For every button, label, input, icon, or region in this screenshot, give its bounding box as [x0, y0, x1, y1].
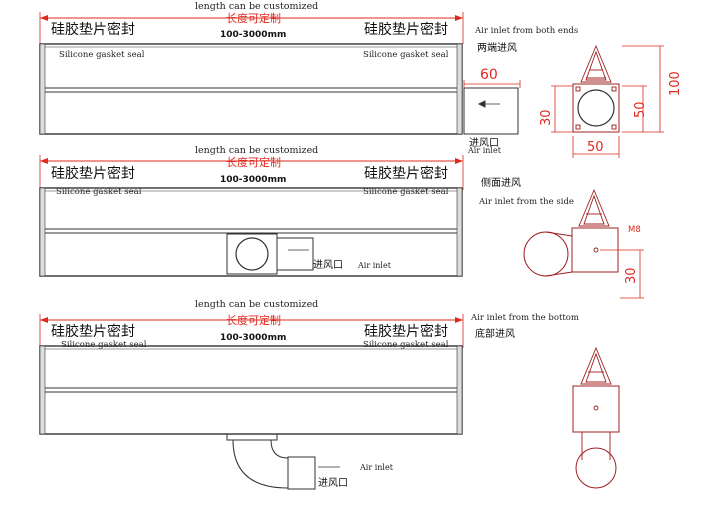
- dim-width: 50: [587, 140, 604, 155]
- duct-body-2: [39, 187, 463, 277]
- gasket-seal-en-right-3: Silicone gasket seal: [363, 340, 449, 350]
- bottom-title-cn: 底部进风: [475, 327, 515, 340]
- end-inlet-pipe: [463, 87, 519, 135]
- row-both-ends: length can be customized 长度可定制 100-3000m…: [39, 1, 683, 158]
- length-dimension-3: [39, 314, 464, 348]
- length-customized-en-3: length can be customized: [195, 299, 318, 310]
- both-ends-title-en: Air inlet from both ends: [474, 26, 578, 36]
- end-view-both-ends: [572, 44, 620, 133]
- length-customized-cn: 长度可定制: [226, 11, 281, 25]
- row-bottom: length can be customized 长度可定制 100-3000m…: [39, 299, 620, 490]
- end-view-bottom: [572, 346, 620, 489]
- side-title-cn: 侧面进风: [481, 176, 521, 189]
- dim-inlet-length: 60: [480, 67, 498, 83]
- air-inlet-cn-1: 进风口: [469, 137, 499, 149]
- dim-bolt: M8: [628, 225, 641, 235]
- dim-half-height: 50: [633, 101, 648, 118]
- length-dimension: [39, 12, 464, 44]
- bottom-inlet-elbow: [226, 433, 340, 490]
- dimensions-side: [600, 249, 644, 299]
- gasket-seal-cn-left-2: 硅胶垫片密封: [51, 165, 135, 182]
- length-customized-cn-2: 长度可定制: [226, 155, 281, 169]
- length-range-2: 100-3000mm: [220, 175, 286, 185]
- duct-body: [39, 43, 463, 135]
- dim-height: 100: [668, 71, 683, 96]
- length-customized-en-2: length can be customized: [195, 145, 318, 156]
- both-ends-title-cn: 两端进风: [477, 41, 517, 54]
- length-dimension-2: [39, 155, 464, 190]
- dim-inlet-height: 30: [539, 109, 554, 126]
- gasket-seal-en-left: Silicone gasket seal: [59, 50, 145, 60]
- side-inlet-flange: [226, 233, 314, 275]
- air-inlet-cn-2: 进风口: [313, 259, 343, 271]
- gasket-seal-cn-right-2: 硅胶垫片密封: [364, 165, 448, 182]
- gasket-seal-cn-right: 硅胶垫片密封: [364, 21, 448, 38]
- length-customized-cn-3: 长度可定制: [226, 313, 281, 327]
- length-range-3: 100-3000mm: [220, 333, 286, 343]
- gasket-seal-cn-left-3: 硅胶垫片密封: [51, 323, 135, 340]
- gasket-seal-cn-left: 硅胶垫片密封: [51, 21, 135, 38]
- side-title-en: Air inlet from the side: [478, 197, 574, 207]
- dimensions-end-view-1: [551, 45, 664, 158]
- bottom-title-en: Air inlet from the bottom: [470, 313, 579, 323]
- gasket-seal-en-right: Silicone gasket seal: [363, 50, 449, 60]
- gasket-seal-cn-right-3: 硅胶垫片密封: [364, 323, 448, 340]
- air-inlet-en-2: Air inlet: [357, 261, 392, 270]
- air-inlet-en-3: Air inlet: [359, 463, 394, 472]
- gasket-seal-en-right-2: Silicone gasket seal: [363, 187, 449, 197]
- row-side: length can be customized 长度可定制 100-3000m…: [39, 145, 644, 299]
- length-customized-en: length can be customized: [195, 1, 318, 12]
- duct-body-3: [39, 345, 463, 435]
- gasket-seal-en-left-3: Silicone gasket seal: [61, 340, 147, 350]
- dimension-60: [463, 80, 521, 88]
- air-inlet-cn-3: 进风口: [318, 477, 348, 489]
- dim-offset: 30: [624, 267, 639, 284]
- length-range: 100-3000mm: [220, 30, 286, 40]
- gasket-seal-en-left-2: Silicone gasket seal: [56, 187, 142, 197]
- air-inlet-en-1: Air inlet: [467, 146, 502, 155]
